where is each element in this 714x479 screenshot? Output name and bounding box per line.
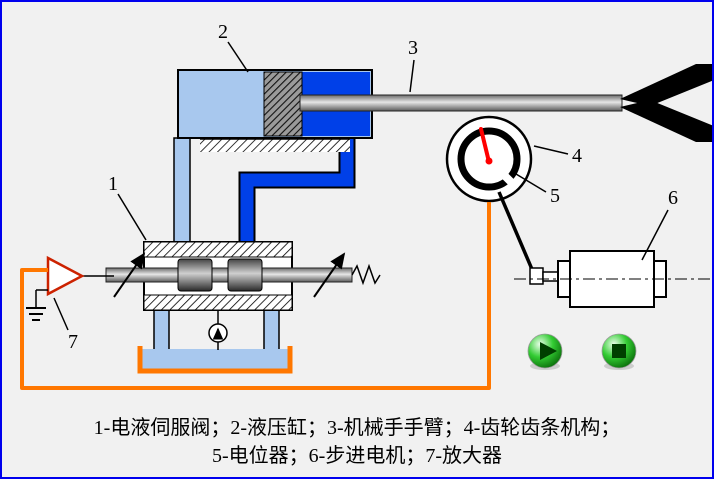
coupling [529, 267, 544, 285]
pipe-left [173, 137, 191, 245]
oil-tank [137, 346, 293, 374]
callouts: 2 3 4 5 1 6 7 [53, 21, 678, 353]
feedback-wire [20, 202, 491, 390]
motor-shaft [542, 271, 560, 282]
needle-icon [479, 127, 491, 164]
callout-7: 7 [68, 331, 78, 353]
servo-valve [105, 241, 381, 311]
piston-rod [299, 94, 623, 112]
valve-hatch-bottom [143, 294, 293, 311]
solenoid-arrow-left-icon [113, 252, 146, 298]
hydraulic-pipes [153, 136, 356, 351]
return-spring-icon [351, 263, 381, 286]
spool-land-right [227, 258, 263, 292]
play-icon [540, 342, 557, 360]
pipe-pressure-outline [238, 136, 356, 244]
ground-symbol-icon [26, 307, 46, 321]
callout-4: 4 [572, 145, 582, 167]
gripper-lower-jaw [620, 100, 712, 142]
potentiometer-track [457, 127, 521, 191]
tank-fluid [142, 349, 288, 369]
pipe-return-right [263, 307, 280, 351]
callout-6: 6 [668, 187, 678, 209]
stop-button[interactable] [601, 333, 637, 370]
solenoid-arrow-right-icon [313, 252, 346, 298]
callout-3: 3 [408, 37, 418, 59]
pipe-return-left [153, 307, 170, 351]
gear-potentiometer [445, 115, 533, 203]
stop-icon [612, 344, 626, 358]
amplifier [26, 255, 114, 321]
tank-wall [137, 346, 293, 374]
legend-caption: 1-电液伺服阀；2-液压缸；3-机械手手臂；4-齿轮齿条机构； 5-电位器；6-… [2, 414, 712, 470]
drive-link [497, 191, 536, 275]
fixed-mount-hatch [200, 139, 350, 152]
callout-5: 5 [550, 185, 560, 207]
legend-line-1: 1-电液伺服阀；2-液压缸；3-机械手手臂；4-齿轮齿条机构； [93, 417, 621, 439]
amplifier-triangle-icon [46, 255, 85, 297]
legend-line-2: 5-电位器；6-步进电机；7-放大器 [212, 445, 502, 467]
pipe-pressure [240, 136, 354, 244]
manipulator-arm [299, 64, 712, 142]
piston [263, 71, 303, 137]
needle-hub [485, 157, 493, 165]
play-button[interactable] [527, 333, 563, 370]
potentiometer-gap [499, 170, 518, 189]
check-valve-symbol [208, 310, 228, 350]
spool-land-left [177, 258, 213, 292]
valve-hatch-top [143, 241, 293, 258]
callout-1: 1 [108, 173, 118, 195]
stepper-motor [497, 191, 710, 308]
gripper-upper-jaw [620, 64, 712, 106]
callout-2: 2 [218, 21, 228, 43]
